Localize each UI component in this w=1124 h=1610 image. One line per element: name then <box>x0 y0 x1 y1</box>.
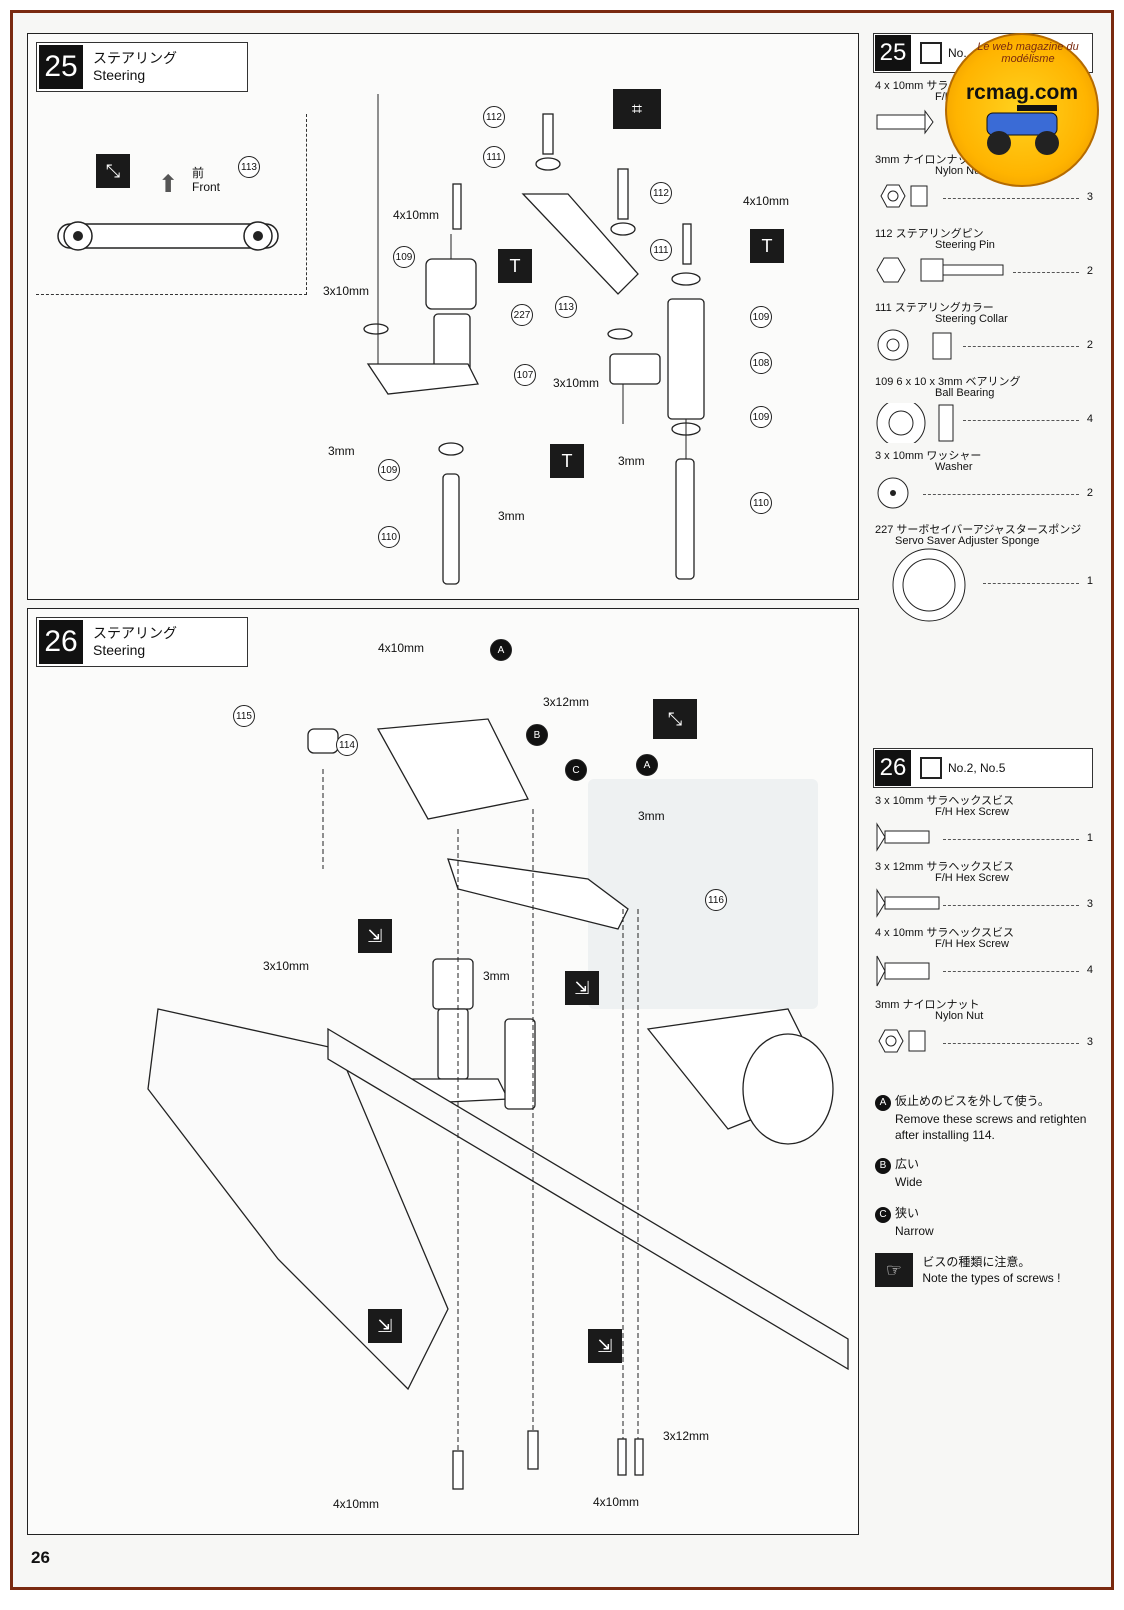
letter-a-right: A <box>636 754 658 776</box>
callout-109-right: 109 <box>750 306 772 328</box>
label-26-4x10-bottom-right: 4x10mm <box>593 1495 640 1509</box>
parts-26-number: 26 <box>875 750 911 786</box>
part-item: 3mm ナイロンナット Nylon Nut 3 <box>873 147 1093 221</box>
step-26-header: 26 ステアリング Steering <box>36 617 248 667</box>
part-item: 227 サーボセイバーアジャスタースポンジ Servo Saver Adjust… <box>873 517 1093 627</box>
part-item: 109 6 x 10 x 3mm ベアリング Ball Bearing 4 <box>873 369 1093 443</box>
screw-icon-26-1: ⇲ <box>358 919 392 953</box>
label-4x10-left: 4x10mm <box>393 208 440 222</box>
screw-icon-26-3: ⇲ <box>368 1309 402 1343</box>
parts-bag-icon <box>920 42 942 64</box>
callout-113-inset: 113 <box>238 156 260 178</box>
screw-icon-26-2: ⇲ <box>565 971 599 1005</box>
label-26-3x12-bottom: 3x12mm <box>663 1429 710 1443</box>
callout-112: 112 <box>483 106 505 128</box>
callout-109-top: 109 <box>393 246 415 268</box>
callout-110-right: 110 <box>750 492 772 514</box>
parts-26-bag: No.2, No.5 <box>948 761 1006 775</box>
label-26-4x10-top: 4x10mm <box>378 641 425 655</box>
step-25-panel: 25 ステアリング Steering ⤡ ⬆ 前 Front 113 <box>27 33 859 600</box>
callout-115: 115 <box>233 705 255 727</box>
label-3x10-left: 3x10mm <box>323 284 370 298</box>
callout-107: 107 <box>514 364 536 386</box>
callout-114: 114 <box>336 734 358 756</box>
label-4x10-right: 4x10mm <box>743 194 790 208</box>
part-item: 112 ステアリングピン Steering Pin 2 <box>873 221 1093 295</box>
pointing-hand-icon: ☞ <box>875 1253 913 1287</box>
letter-a-top: A <box>490 639 512 661</box>
parts-25-number: 25 <box>875 35 911 71</box>
front-arrow-icon: ⬆ <box>158 171 179 198</box>
callout-116: 116 <box>705 889 727 911</box>
step-25-inset: ⤡ ⬆ 前 Front 113 <box>36 114 307 295</box>
step-26-number: 26 <box>39 620 83 664</box>
front-label-en: Front <box>192 180 221 194</box>
label-3mm-mid: 3mm <box>498 509 525 523</box>
letter-c: C <box>565 759 587 781</box>
part-item: 4 x 10mm サラヘックスビス F/H Hex Screw 4 <box>873 920 1093 992</box>
step-25-header: 25 ステアリング Steering <box>36 42 248 92</box>
step-25-title-en: Steering <box>93 67 146 83</box>
parts-bag-icon <box>920 757 942 779</box>
step-26-exploded-drawing <box>147 718 849 1490</box>
part-item: 3mm ナイロンナット Nylon Nut 3 <box>873 992 1093 1062</box>
label-3x10-mid: 3x10mm <box>553 376 600 390</box>
direction-icon: ⤡ <box>96 154 130 188</box>
part-item: 3 x 10mm ワッシャー Washer 2 <box>873 443 1093 517</box>
part-item: 3 x 10mm サラヘックスビス F/H Hex Screw 1 <box>873 788 1093 854</box>
step-25-number: 25 <box>39 45 83 89</box>
label-26-3x10: 3x10mm <box>263 959 310 973</box>
steering-link-drawing <box>57 221 279 251</box>
label-26-3mm-right: 3mm <box>638 809 665 823</box>
screw-icon-26-4: ⇲ <box>588 1329 622 1363</box>
manual-page: 25 ステアリング Steering ⤡ ⬆ 前 Front 113 <box>10 10 1114 1590</box>
callout-110-left: 110 <box>378 526 400 548</box>
step-25-title-jp: ステアリング <box>93 50 177 66</box>
part-item: 3 x 12mm サラヘックスビス F/H Hex Screw 3 <box>873 854 1093 920</box>
label-3mm-right: 3mm <box>618 454 645 468</box>
screw-icon-3: T <box>550 444 584 478</box>
callout-112-right: 112 <box>650 182 672 204</box>
callout-108: 108 <box>750 352 772 374</box>
callout-109-low: 109 <box>378 459 400 481</box>
callout-111: 111 <box>483 146 505 168</box>
step-26-title-jp: ステアリング <box>93 625 177 641</box>
callout-111-right: 111 <box>650 239 672 261</box>
parts-list-26: 26 No.2, No.5 3 x 10mm サラヘックスビス F/H Hex … <box>873 748 1093 1062</box>
screw-icon-1: T <box>498 249 532 283</box>
parts-25-bag: No. <box>948 46 967 60</box>
page-number: 26 <box>31 1548 50 1567</box>
step-26-title-en: Steering <box>93 642 146 658</box>
label-3mm-left: 3mm <box>328 444 355 458</box>
direction-icon-26: ⤡ <box>653 699 697 739</box>
part-item: 111 ステアリングカラー Steering Collar 2 <box>873 295 1093 369</box>
callout-113: 113 <box>555 296 577 318</box>
front-label-jp: 前 <box>192 166 205 180</box>
label-26-3mm-mid: 3mm <box>483 969 510 983</box>
label-26-4x10-bottom-left: 4x10mm <box>333 1497 380 1511</box>
tighten-icon-1: ⌗ <box>613 89 661 129</box>
label-26-3x12-top: 3x12mm <box>543 695 590 709</box>
callout-109-right-low: 109 <box>750 406 772 428</box>
screw-icon-2: T <box>750 229 784 263</box>
step-26-panel: 26 ステアリング Steering <box>27 608 859 1535</box>
step-25-exploded-drawing <box>363 94 705 585</box>
rcmag-logo: Le web magazine du modélisme rcmag.com <box>945 33 1099 187</box>
letter-b: B <box>526 724 548 746</box>
note-screw-types: ☞ ビスの種類に注意。 Note the types of screws ! <box>875 1253 1060 1287</box>
callout-227: 227 <box>511 304 533 326</box>
